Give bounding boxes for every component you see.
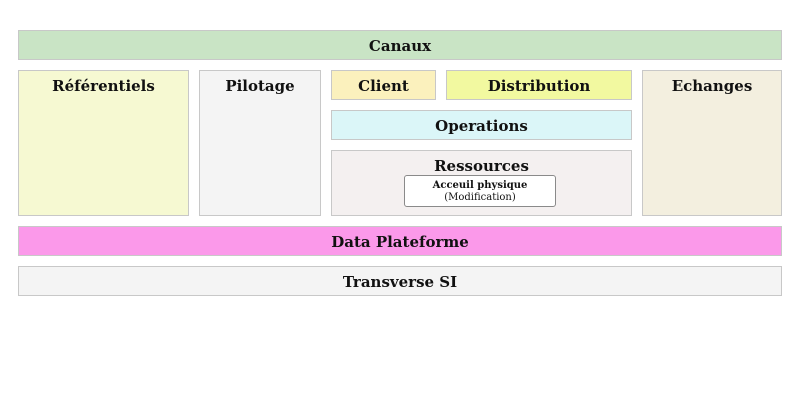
data-plateforme-block: Data Plateforme (18, 226, 782, 256)
acceuil-physique-note: (Modification) (444, 192, 516, 203)
ressources-label: Ressources (434, 157, 529, 175)
echanges-block: Echanges (642, 70, 782, 216)
ressources-block: Ressources Acceuil physique (Modificatio… (331, 150, 632, 216)
client-block: Client (331, 70, 436, 100)
canaux-label: Canaux (368, 37, 432, 55)
acceuil-physique-label: Acceuil physique (432, 180, 528, 191)
acceuil-physique-box: Acceuil physique (Modification) (404, 175, 556, 207)
transverse-si-block: Transverse SI (18, 266, 782, 296)
pilotage-label: Pilotage (225, 77, 295, 95)
data-plateforme-label: Data Plateforme (331, 233, 469, 251)
canaux-block: Canaux (18, 30, 782, 60)
operations-block: Operations (331, 110, 632, 140)
referentiels-label: Référentiels (52, 77, 155, 95)
distribution-label: Distribution (487, 77, 591, 95)
client-label: Client (358, 77, 409, 95)
distribution-block: Distribution (446, 70, 632, 100)
transverse-si-label: Transverse SI (342, 273, 458, 291)
echanges-label: Echanges (671, 77, 753, 95)
operations-label: Operations (435, 117, 528, 135)
pilotage-block: Pilotage (199, 70, 321, 216)
referentiels-block: Référentiels (18, 70, 189, 216)
